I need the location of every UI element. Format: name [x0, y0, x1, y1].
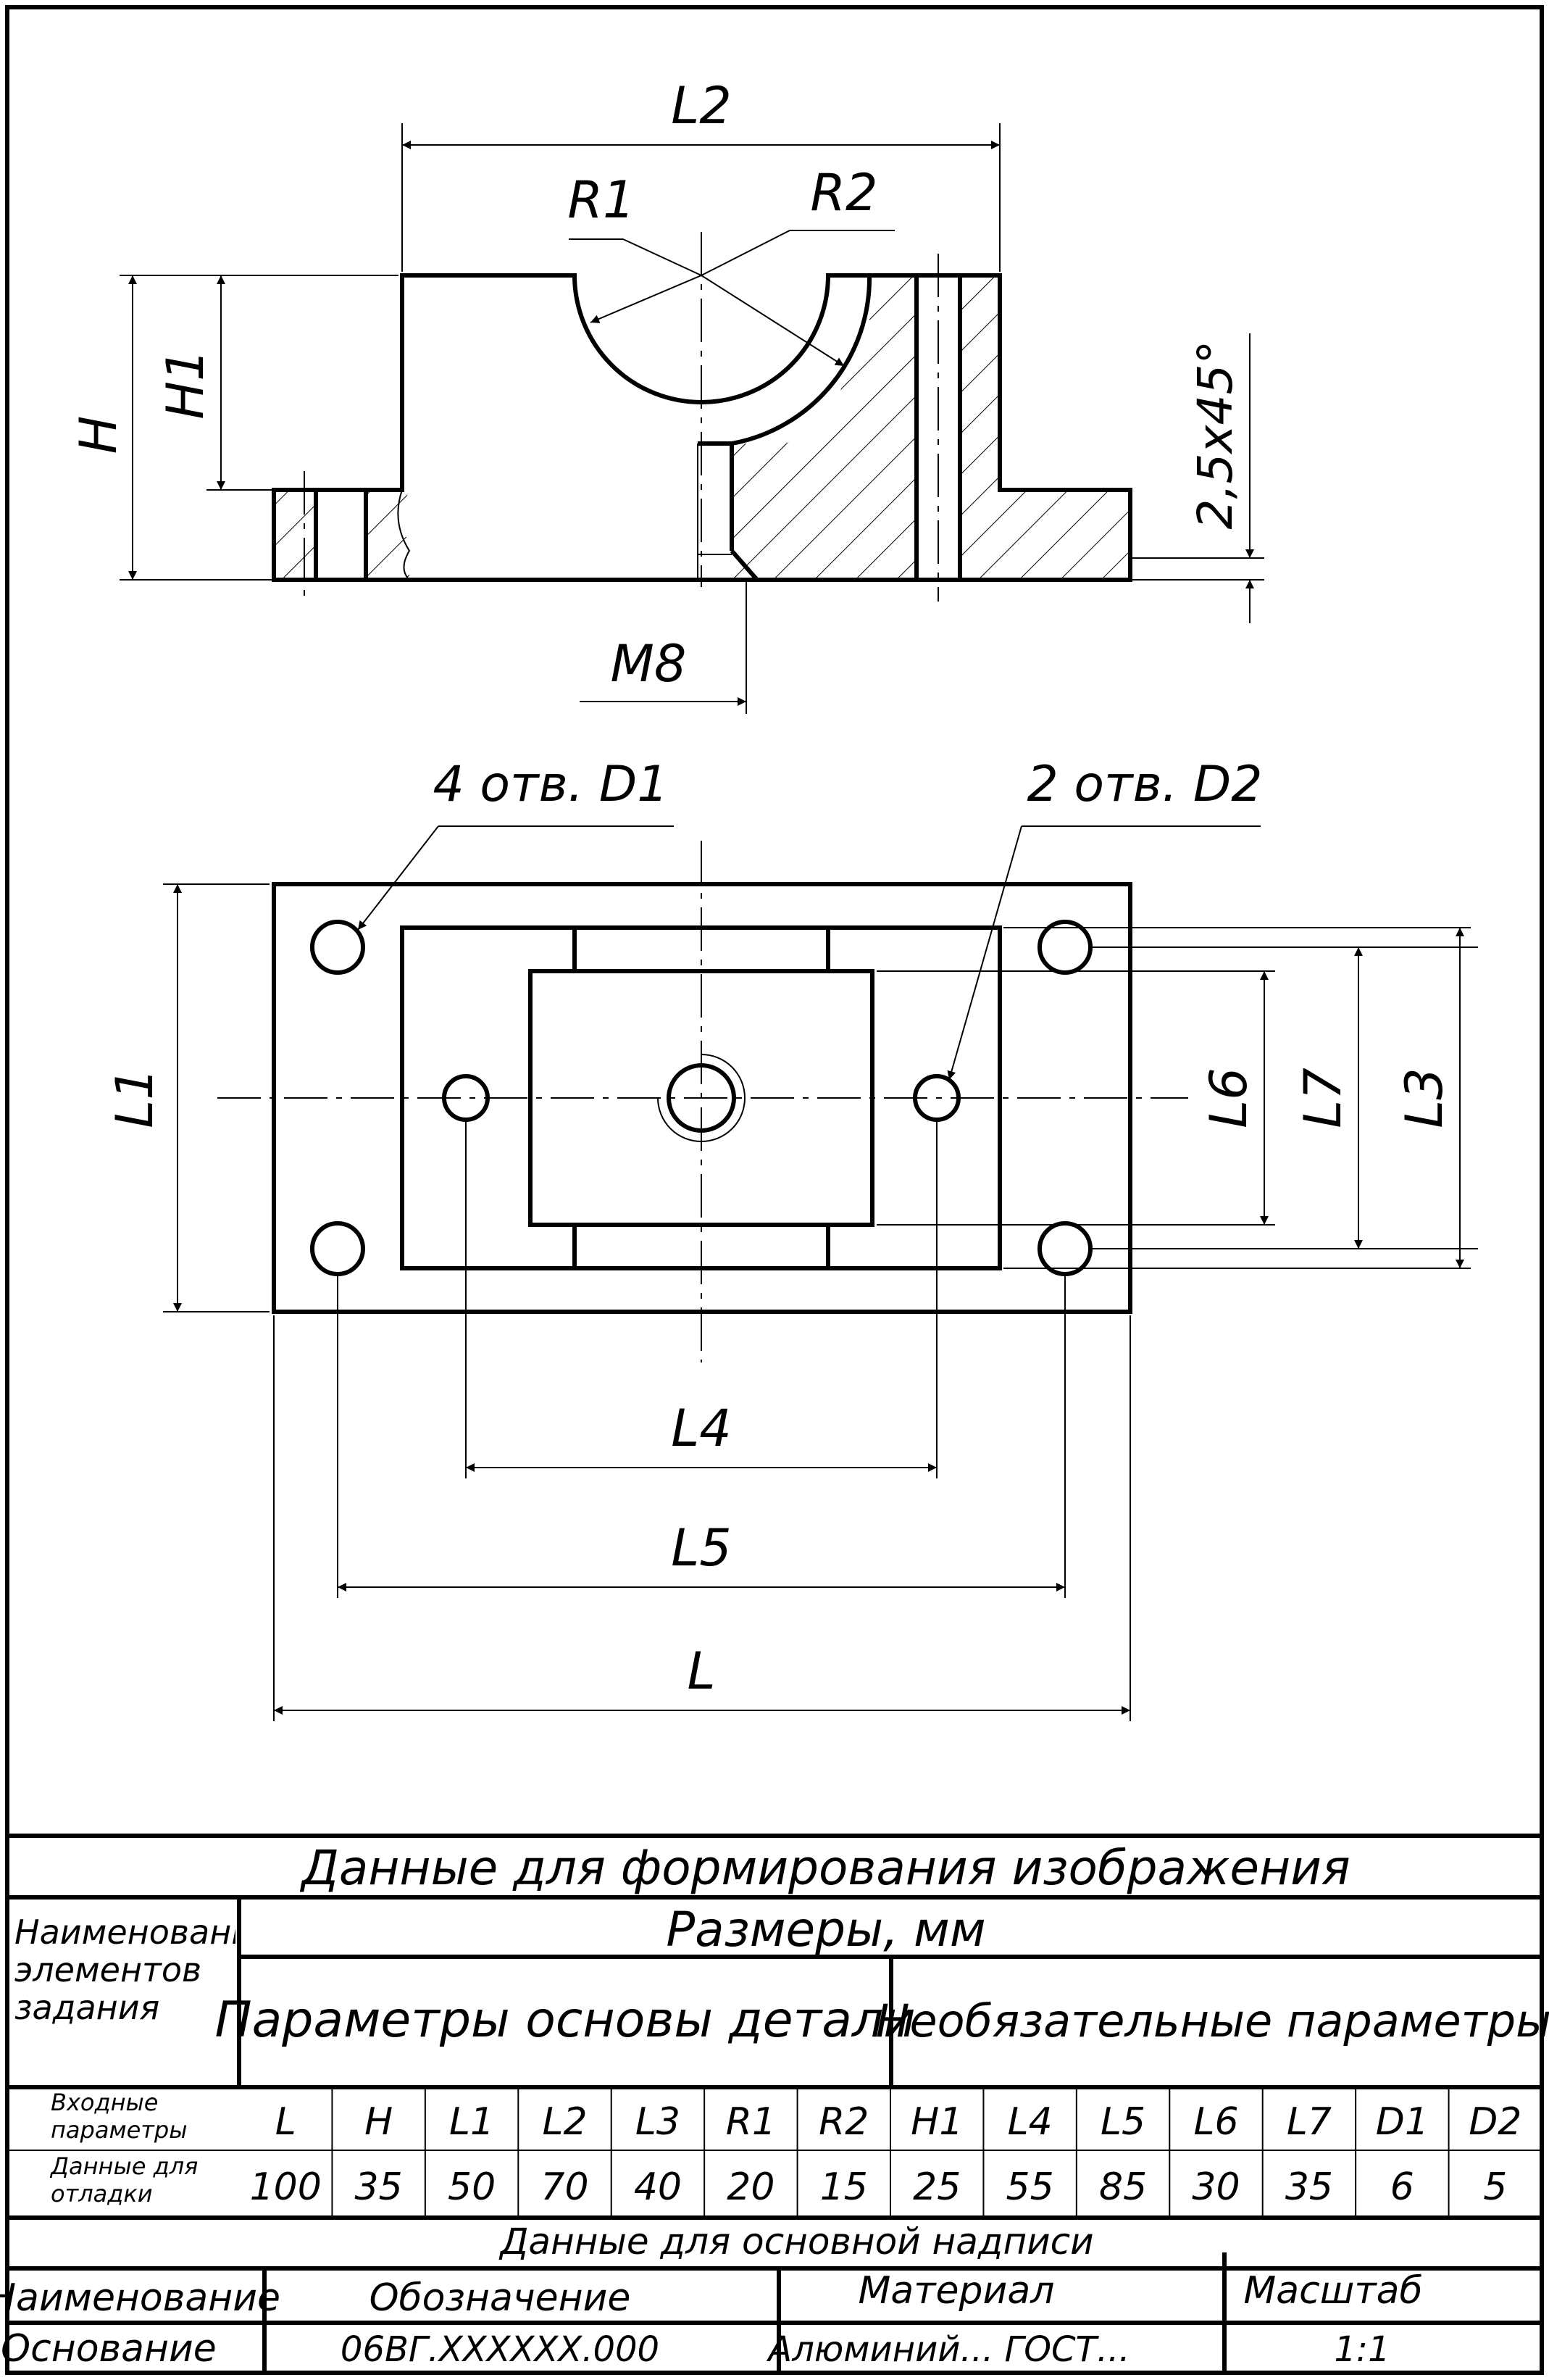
material-value: Алюминий... ГОСТ...	[766, 2329, 1130, 2370]
table-title: Данные для формирования изображения	[299, 1840, 1350, 1896]
dim-label-r2: R2	[810, 163, 877, 222]
section-hatch-left-lug	[274, 490, 316, 580]
param-value-cell: 6	[1390, 2165, 1414, 2209]
param-name-cell: L1	[449, 2100, 494, 2144]
param-name-cell: R1	[726, 2100, 776, 2144]
thread-m8-outer	[657, 1054, 746, 1142]
param-name-cell: L	[275, 2100, 296, 2144]
param-value-cell: 40	[634, 2165, 682, 2209]
param-value-cell: 55	[1006, 2165, 1054, 2209]
sheet-frame	[5, 5, 1544, 2375]
param-name-cell: L3	[635, 2100, 680, 2144]
front-outline	[272, 273, 1132, 582]
scale-value: 1:1	[1334, 2329, 1390, 2370]
hole-d1	[1037, 1221, 1093, 1276]
designation-label: Обозначение	[369, 2276, 631, 2320]
designation-value: 06ВГ.XXXXXX.000	[341, 2329, 659, 2370]
scale-label: Масштаб	[1243, 2269, 1422, 2313]
hole-d1	[310, 920, 365, 975]
dim-label-l6: L6	[1199, 1068, 1258, 1128]
front-view: L2 R1 R2 H H1 2,5x45° M8	[69, 76, 1264, 714]
dim-label-l3: L3	[1395, 1068, 1454, 1128]
param-value-cell: 25	[913, 2165, 961, 2209]
hole-d1	[1037, 920, 1093, 975]
param-value-cell: 50	[448, 2165, 496, 2209]
param-value-cell: 70	[540, 2165, 588, 2209]
param-value-cell: 15	[820, 2165, 868, 2209]
param-name-cell: L4	[1008, 2100, 1053, 2144]
param-name-cell: D2	[1469, 2100, 1521, 2144]
param-value-cell: 35	[355, 2165, 403, 2209]
bore-r2-arc	[731, 273, 872, 446]
param-name-cell: H1	[911, 2100, 963, 2144]
group-base-label: Параметры основы детали	[214, 1992, 915, 2049]
param-name-cell: D1	[1376, 2100, 1429, 2144]
callout-holes-d2: 2 отв. D2	[1027, 756, 1262, 813]
parameter-table: Данные для формирования изображения Разм…	[7, 1834, 1549, 2220]
input-params-label: Входные параметры	[51, 2089, 188, 2144]
param-name-cell: L2	[542, 2100, 587, 2144]
dim-label-h1: H1	[156, 349, 215, 419]
dim-label-m8: M8	[611, 634, 687, 694]
material-label: Материал	[859, 2269, 1055, 2313]
group-optional-label: Необязательные параметры	[876, 1994, 1549, 2047]
param-value-cell: 30	[1192, 2165, 1240, 2209]
param-name-cell: L7	[1287, 2100, 1332, 2144]
param-name-cell: R2	[819, 2100, 869, 2144]
param-name-cell: L5	[1101, 2100, 1145, 2144]
hole-d1	[310, 1221, 365, 1276]
dim-label-l7: L7	[1293, 1068, 1353, 1128]
dim-label-l2: L2	[671, 76, 732, 136]
param-value-cell: 35	[1285, 2165, 1333, 2209]
param-value-cell: 85	[1099, 2165, 1147, 2209]
param-name-cell: H	[364, 2100, 393, 2144]
dim-label-l1: L1	[105, 1068, 164, 1128]
title-block: Данные для основной надписи Наименование…	[0, 2221, 1542, 2373]
dimensions-header: Размеры, мм	[666, 1902, 985, 1957]
row-label: Наименование элементов задания	[14, 1913, 235, 2027]
section-hatch-break	[366, 490, 413, 580]
name-label: Наименование	[0, 2276, 280, 2320]
callout-holes-d1: 4 отв. D1	[433, 756, 668, 813]
dim-label-l5: L5	[671, 1518, 732, 1578]
debug-data-label: Данные для отладки	[51, 2152, 199, 2208]
param-name-cell: L6	[1193, 2100, 1238, 2144]
dim-label-r1: R1	[567, 170, 635, 230]
dim-label-l4: L4	[671, 1399, 732, 1458]
dim-label-h: H	[69, 416, 128, 454]
title-block-header: Данные для основной надписи	[498, 2221, 1093, 2263]
param-value-cell: 5	[1483, 2165, 1507, 2209]
basis-label: Основание	[1, 2327, 217, 2371]
param-value-cell: 100	[250, 2165, 322, 2209]
dim-label-l: L	[688, 1642, 716, 1701]
top-view: 4 отв. D1 2 отв. D2 L1 L6 L7 L3 L4 L5	[105, 756, 1478, 1721]
dim-label-chamfer: 2,5x45°	[1187, 340, 1243, 529]
param-cells: L 100 H 35 L1 50 L2 70 L3 40 R1 20 R2 15 H1 25 L4 55 L5 85 L…	[250, 2087, 1521, 2218]
param-value-cell: 20	[727, 2165, 774, 2209]
